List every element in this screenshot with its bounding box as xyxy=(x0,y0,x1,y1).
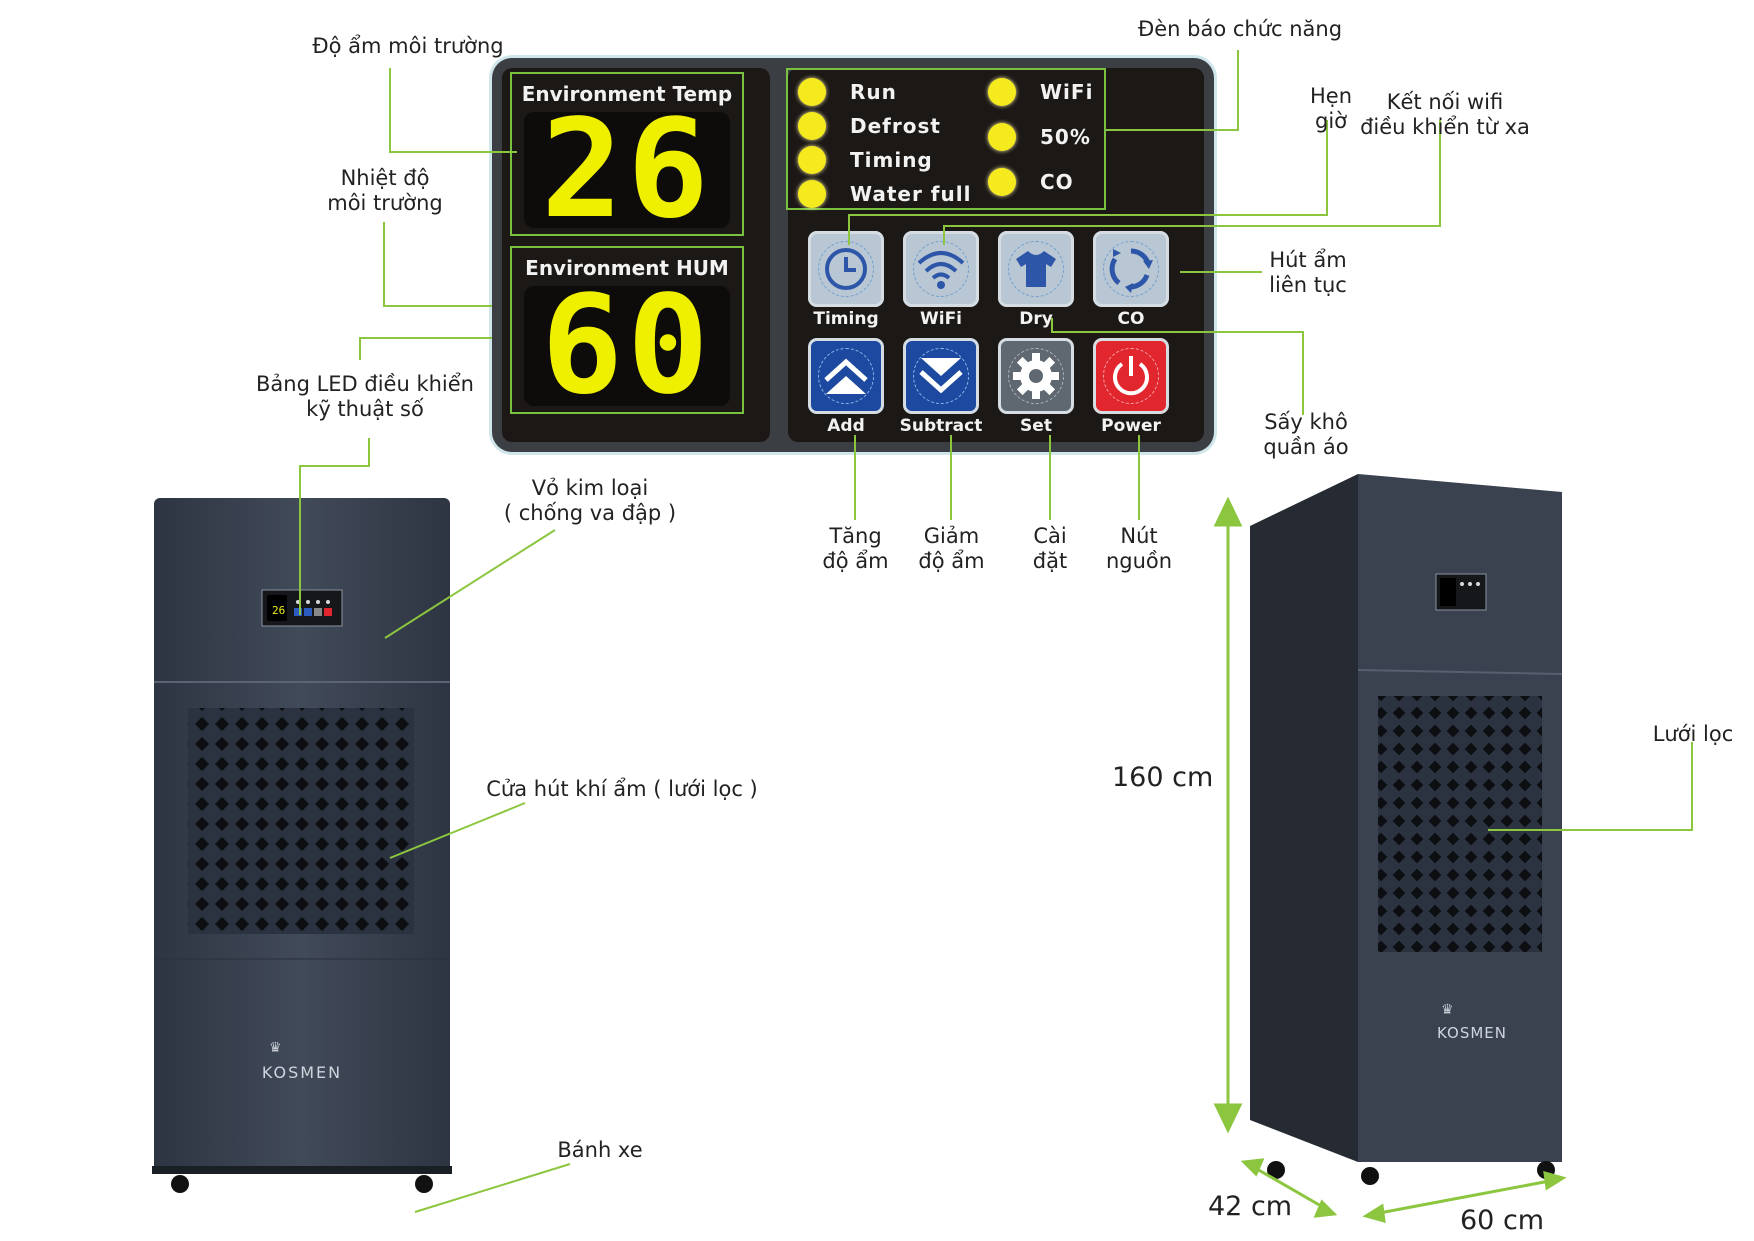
indicator-run: Run xyxy=(798,77,897,107)
temp-value: 26 xyxy=(541,91,713,249)
indicator-label: Water full xyxy=(850,182,972,206)
set-button-label: Set xyxy=(1020,416,1052,436)
label-metal-case: Vỏ kim loại ( chống va đập ) xyxy=(503,476,677,525)
led-icon xyxy=(798,78,826,106)
indicator-co: CO xyxy=(988,167,1074,197)
temp-display-frame: Environment Temp 26 xyxy=(510,72,744,240)
svg-text:♛: ♛ xyxy=(269,1040,282,1056)
label-wifi-remote: Kết nối wifi điều khiển từ xa xyxy=(1360,90,1530,139)
timing-button-label: Timing xyxy=(813,309,879,329)
wifi-button[interactable] xyxy=(903,231,979,307)
label-indicator-lights: Đèn báo chức năng xyxy=(1137,17,1343,41)
arrow-up-icon xyxy=(824,358,868,394)
wifi-icon xyxy=(917,251,965,289)
svg-text:♛: ♛ xyxy=(1441,1002,1454,1018)
co-button[interactable] xyxy=(1093,231,1169,307)
controls-subpanel: Run Defrost Timing Water full WiFi 50% C… xyxy=(786,68,1204,442)
led-icon xyxy=(988,123,1016,151)
power-button[interactable] xyxy=(1093,338,1169,414)
label-clothes-dry: Sấy khô quần áo xyxy=(1263,410,1349,459)
hum-display-title: Environment HUM xyxy=(525,256,729,280)
indicator-label: 50% xyxy=(1040,125,1091,149)
label-decrease-humidity: Giảm độ ẩm xyxy=(918,524,985,573)
temp-display-title: Environment Temp xyxy=(521,82,733,106)
shirt-icon xyxy=(1016,251,1056,287)
indicator-label: WiFi xyxy=(1040,80,1094,104)
hum-display-screen: 60 xyxy=(524,276,730,416)
hum-value: 60 xyxy=(541,267,713,425)
dehumidifier-angle-view: ♛ KOSMEN xyxy=(1250,474,1563,1185)
power-button-label: Power xyxy=(1101,416,1161,436)
dry-button-label: Dry xyxy=(1019,309,1053,329)
cycle-icon xyxy=(1109,248,1153,293)
led-icon xyxy=(798,146,826,174)
label-timer: Hẹn giờ xyxy=(1309,84,1353,133)
indicator-label: Run xyxy=(850,80,897,104)
label-settings: Cài đặt xyxy=(1032,524,1068,573)
brand-logo-side: KOSMEN xyxy=(1437,1024,1507,1042)
hum-display-frame: Environment HUM 60 xyxy=(510,246,744,416)
gear-icon xyxy=(1013,353,1059,399)
arrow-down-icon xyxy=(919,358,963,394)
dehumidifier-front-view: 26 ♛ KOSMEN xyxy=(152,498,452,1193)
set-button[interactable] xyxy=(998,338,1074,414)
clock-icon xyxy=(825,248,867,290)
add-button-label: Add xyxy=(827,416,865,436)
label-humidity-env: Độ ẩm môi trường xyxy=(312,34,504,58)
display-subpanel: Environment Temp 26 Environment HUM 60 xyxy=(502,68,770,442)
label-temp-env: Nhiệt độ môi trường xyxy=(327,166,443,215)
label-led-panel: Bảng LED điều khiển kỹ thuật số xyxy=(255,372,474,421)
control-panel: Environment Temp 26 Environment HUM 60 R… xyxy=(492,58,1214,452)
label-continuous-dehumidify: Hút ẩm liên tục xyxy=(1269,248,1347,297)
led-icon xyxy=(798,180,826,208)
subtract-button-label: Subtract xyxy=(899,416,983,436)
power-icon xyxy=(1113,356,1149,396)
label-filter: Lưới lọc xyxy=(1652,722,1734,746)
indicator-label: Defrost xyxy=(850,114,941,138)
co-button-label: CO xyxy=(1117,309,1145,329)
indicator-label: Timing xyxy=(850,148,933,172)
dimension-width: 60 cm xyxy=(1460,1205,1545,1236)
led-icon xyxy=(988,78,1016,106)
wifi-button-label: WiFi xyxy=(919,309,963,329)
indicator-50-percent: 50% xyxy=(988,122,1091,152)
label-increase-humidity: Tăng độ ẩm xyxy=(822,524,889,573)
svg-text:26: 26 xyxy=(272,604,285,617)
indicator-label: CO xyxy=(1040,170,1074,194)
led-icon xyxy=(988,168,1016,196)
add-button[interactable] xyxy=(808,338,884,414)
label-power-button: Nút nguồn xyxy=(1105,524,1173,573)
dry-button[interactable] xyxy=(998,231,1074,307)
brand-logo: KOSMEN xyxy=(262,1063,342,1082)
indicator-timing: Timing xyxy=(798,145,933,175)
timing-button[interactable] xyxy=(808,231,884,307)
subtract-button[interactable] xyxy=(903,338,979,414)
dimension-depth: 42 cm xyxy=(1208,1191,1293,1222)
label-air-intake: Cửa hút khí ẩm ( lưới lọc ) xyxy=(486,777,758,801)
led-icon xyxy=(798,112,826,140)
dimension-height: 160 cm xyxy=(1112,762,1214,793)
temp-display-screen: 26 xyxy=(524,100,730,240)
indicator-defrost: Defrost xyxy=(798,111,941,141)
label-wheels: Bánh xe xyxy=(557,1138,643,1162)
indicator-water-full: Water full xyxy=(798,179,971,209)
indicator-wifi: WiFi xyxy=(988,77,1093,107)
